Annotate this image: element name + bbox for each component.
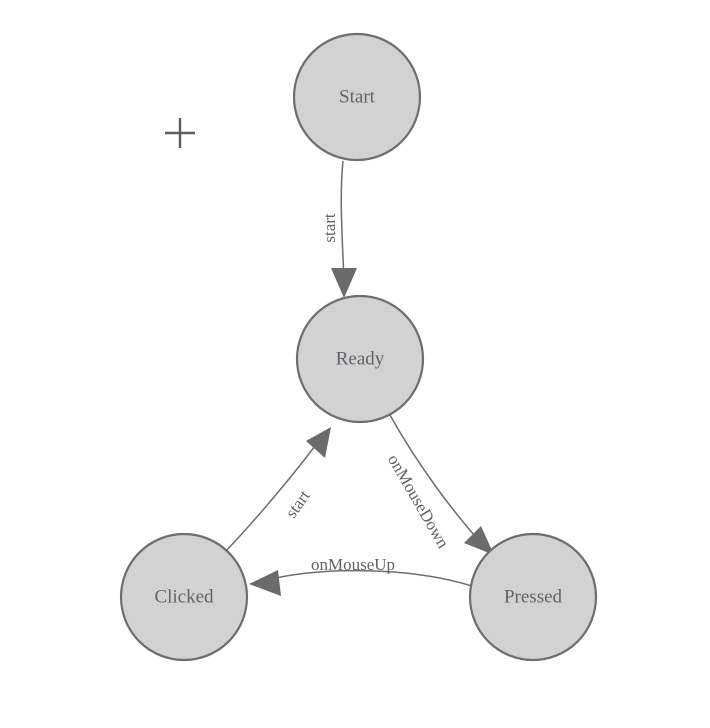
edge-pressed-to-clicked-path[interactable] bbox=[262, 569, 473, 587]
node-start-label: Start bbox=[339, 86, 376, 107]
crosshair-marker-icon[interactable] bbox=[165, 118, 195, 148]
edge-pressed-to-clicked-arrowhead bbox=[249, 570, 281, 596]
node-start[interactable]: Start bbox=[292, 32, 422, 162]
edge-pressed-to-clicked[interactable] bbox=[249, 569, 473, 596]
node-clicked-label: Clicked bbox=[154, 586, 214, 607]
edge-label-ready-to-pressed: onMouseDown bbox=[384, 451, 453, 552]
nodes-layer: Start Ready Clicked Pressed bbox=[119, 32, 598, 662]
edge-start-to-ready-path[interactable] bbox=[340, 160, 345, 285]
node-pressed[interactable]: Pressed bbox=[468, 532, 598, 662]
node-ready-circle[interactable] bbox=[295, 294, 425, 424]
node-clicked[interactable]: Clicked bbox=[119, 532, 249, 662]
edge-label-pressed-to-clicked: onMouseUp bbox=[311, 555, 395, 574]
edges-layer bbox=[225, 160, 494, 596]
edge-clicked-to-ready[interactable] bbox=[225, 427, 331, 552]
edge-ready-to-pressed[interactable] bbox=[389, 414, 494, 555]
edge-clicked-to-ready-path[interactable] bbox=[225, 437, 322, 552]
node-pressed-label: Pressed bbox=[504, 586, 563, 607]
node-ready[interactable]: Ready bbox=[295, 294, 425, 424]
edge-clicked-to-ready-arrowhead bbox=[306, 427, 331, 458]
node-clicked-circle[interactable] bbox=[119, 532, 249, 662]
node-start-circle[interactable] bbox=[292, 32, 422, 162]
edge-start-to-ready-arrowhead bbox=[331, 268, 357, 298]
edge-start-to-ready[interactable] bbox=[331, 160, 357, 298]
edge-label-start-to-ready: start bbox=[320, 213, 339, 243]
edge-label-clicked-to-ready: start bbox=[282, 486, 315, 521]
edge-ready-to-pressed-arrowhead bbox=[464, 526, 494, 555]
edge-ready-to-pressed-path[interactable] bbox=[389, 414, 484, 546]
node-pressed-circle[interactable] bbox=[468, 532, 598, 662]
node-ready-label: Ready bbox=[336, 348, 385, 369]
